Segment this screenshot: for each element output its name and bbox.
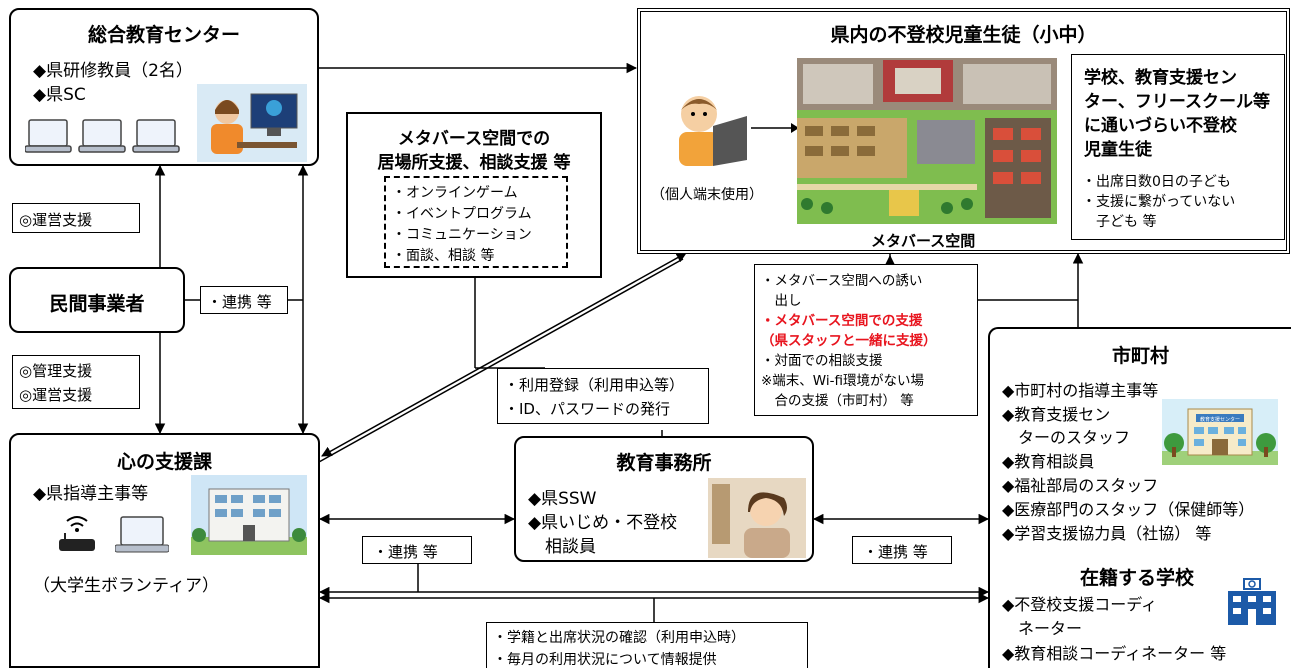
label-registration: ・利用登録（利用申込等） ・ID、パスワードの発行 — [497, 368, 709, 424]
kokoro-title: 心の支援課 — [116, 451, 212, 473]
activity-item: ・オンラインゲーム — [392, 185, 518, 201]
support-title-line: メタバース空間での — [397, 129, 551, 149]
label-line: ◎運営支援 — [19, 386, 93, 404]
desc-item: ・支援に繋がっていない — [1082, 194, 1236, 210]
label-line: ・学籍と出席状況の確認（利用申込時） — [493, 630, 745, 646]
desc-title-line: に通いづらい不登校 — [1084, 116, 1237, 136]
building-sign: 教育支援センター — [1200, 416, 1240, 423]
center-item: ◆県SC — [33, 85, 86, 105]
support-line-highlight: （県スタッフと一緒に支援） — [761, 333, 937, 349]
students-box: 県内の不登校児童生徒（小中） （個人端末使用） — [637, 8, 1290, 254]
laptop-icons — [25, 119, 180, 153]
students-title: 県内の不登校児童生徒（小中） — [830, 24, 1097, 46]
metaverse-label: メタバース空間 — [871, 232, 976, 250]
counselor-illustration — [708, 478, 806, 558]
municipality-item: ◆市町村の指導主事等 — [1002, 381, 1159, 400]
municipality-item: ◆医療部門のスタッフ（保健師等） — [1002, 500, 1255, 519]
online-teacher-illustration — [197, 84, 307, 162]
support-line-highlight: ・メタバース空間での支援 — [761, 313, 923, 329]
education-center-box: 総合教育センター ◆県研修教員（2名） ◆県SC — [9, 8, 319, 166]
municipality-support-box: ・メタバース空間への誘い 出し ・メタバース空間での支援 （県スタッフと一緒に支… — [754, 264, 978, 416]
municipality-box: 市町村 ◆市町村の指導主事等 ◆教育支援セン ターのスタッフ ◆教育相談員 ◆福… — [988, 327, 1291, 668]
school-item: ◆不登校支援コーディ — [1002, 595, 1158, 614]
arrow-kokoro-students — [321, 252, 687, 457]
office-item: 相談員 — [528, 537, 596, 557]
laptop-icon — [115, 516, 169, 553]
office-title: 教育事務所 — [616, 452, 712, 474]
kokoro-support-division-box: 心の支援課 ◆県指導主事等 （大学生ボランティア） — [9, 433, 320, 668]
municipality-title: 市町村 — [1111, 345, 1169, 367]
center-item: ◆県研修教員（2名） — [33, 61, 193, 81]
label-cooperation-right: ・連携 等 — [852, 536, 952, 564]
municipality-item: ◆福祉部局のスタッフ — [1002, 476, 1159, 495]
school-icon — [1228, 578, 1276, 625]
municipality-item: ◆教育支援セン — [1002, 405, 1111, 424]
activity-item: ・コミュニケーション — [392, 227, 532, 243]
support-activities-box: ・オンラインゲーム ・イベントプログラム ・コミュニケーション ・面談、相談 等 — [384, 176, 568, 268]
support-title-line: 居場所支援、相談支援 等 — [377, 153, 571, 173]
school-item: ネーター — [1002, 619, 1083, 638]
office-building-illustration — [191, 475, 307, 555]
arrow-icon — [751, 123, 799, 133]
education-center-title: 総合教育センター — [87, 24, 240, 46]
metaverse-map-image — [797, 58, 1057, 224]
laptop-icon — [25, 119, 180, 153]
child-laptop-illustration — [679, 96, 747, 166]
desc-item: 子ども 等 — [1082, 214, 1157, 230]
private-operator-title: 民間事業者 — [49, 293, 145, 315]
education-office-box: 教育事務所 ◆県SSW ◆県いじめ・不登校 相談員 — [514, 436, 814, 562]
support-line: ・対面での相談支援 — [761, 353, 883, 369]
activity-item: ・面談、相談 等 — [392, 248, 495, 264]
label-operation-support: ◎運営支援 — [12, 203, 140, 233]
desc-item: ・出席日数0日の子ども — [1082, 174, 1231, 190]
support-line: 合の支援（市町村） 等 — [761, 393, 914, 409]
office-item: ◆県いじめ・不登校 — [528, 513, 678, 533]
label-enrollment-info: ・学籍と出席状況の確認（利用申込時） ・毎月の利用状況について情報提供 — [486, 622, 808, 668]
metaverse-support-box: メタバース空間での 居場所支援、相談支援 等 ・オンラインゲーム ・イベントプロ… — [346, 112, 602, 278]
support-line: ・メタバース空間への誘い — [761, 273, 923, 289]
label-line: ・毎月の利用状況について情報提供 — [493, 652, 717, 668]
label-line: ◎管理支援 — [19, 362, 93, 380]
office-item: ◆県SSW — [528, 489, 597, 509]
desc-title-line: ター、フリースクール等 — [1084, 92, 1270, 112]
device-label: （個人端末使用） — [651, 187, 763, 203]
support-line: ※端末、Wi-fi環境がない場 — [761, 373, 924, 389]
municipality-item: ターのスタッフ — [1002, 428, 1131, 447]
desc-title-line: 学校、教育支援セン — [1084, 68, 1237, 88]
support-center-building-illustration: 教育支援センター — [1162, 399, 1278, 465]
kokoro-item: ◆県指導主事等 — [33, 484, 149, 504]
label-line: ・利用登録（利用申込等） — [504, 376, 685, 394]
wifi-router-icon — [59, 516, 95, 551]
label-management-support: ◎管理支援 ◎運営支援 — [12, 355, 140, 409]
students-description-box: 学校、教育支援セン ター、フリースクール等 に通いづらい不登校 児童生徒 ・出席… — [1071, 54, 1285, 240]
support-line: 出し — [761, 293, 802, 309]
municipality-item: ◆学習支援協力員（社協） 等 — [1002, 524, 1212, 543]
label-cooperation: ・連携 等 — [200, 286, 288, 314]
volunteer-label: （大学生ボランティア） — [33, 576, 219, 596]
municipality-item: ◆教育相談員 — [1002, 452, 1095, 471]
activity-item: ・イベントプログラム — [392, 206, 532, 222]
label-line: ・ID、パスワードの発行 — [504, 400, 670, 418]
school-title: 在籍する学校 — [1080, 567, 1195, 589]
private-operator-box: 民間事業者 — [9, 267, 185, 333]
desc-title-line: 児童生徒 — [1084, 140, 1152, 160]
label-cooperation-left: ・連携 等 — [362, 536, 472, 564]
school-item: ◆教育相談コーディネーター 等 — [1002, 644, 1227, 663]
